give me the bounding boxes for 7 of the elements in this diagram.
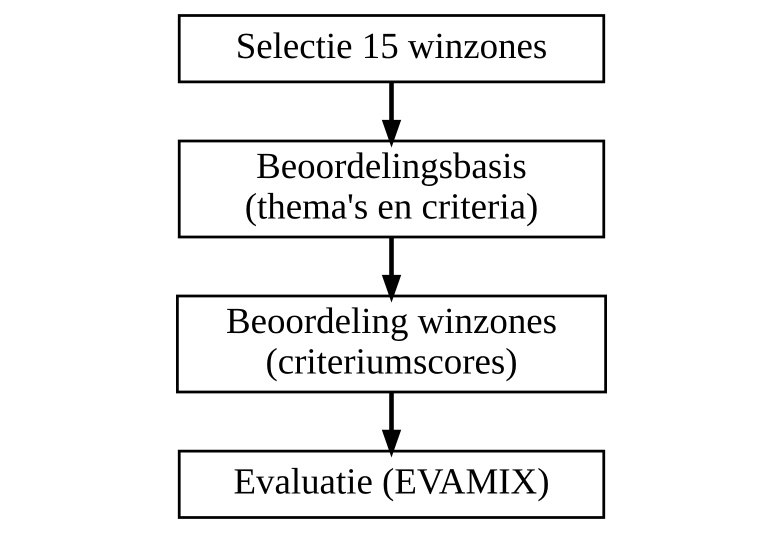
node-box: Selectie 15 winzones: [178, 14, 606, 84]
node-box: Beoordeling winzones (criteriumscores): [176, 294, 607, 394]
node-box: Evaluatie (EVAMIX): [178, 450, 606, 519]
node-box: Beoordelingsbasis (thema's en criteria): [178, 140, 606, 238]
arrow: [382, 392, 402, 458]
arrow: [382, 82, 402, 148]
arrow: [382, 237, 402, 303]
